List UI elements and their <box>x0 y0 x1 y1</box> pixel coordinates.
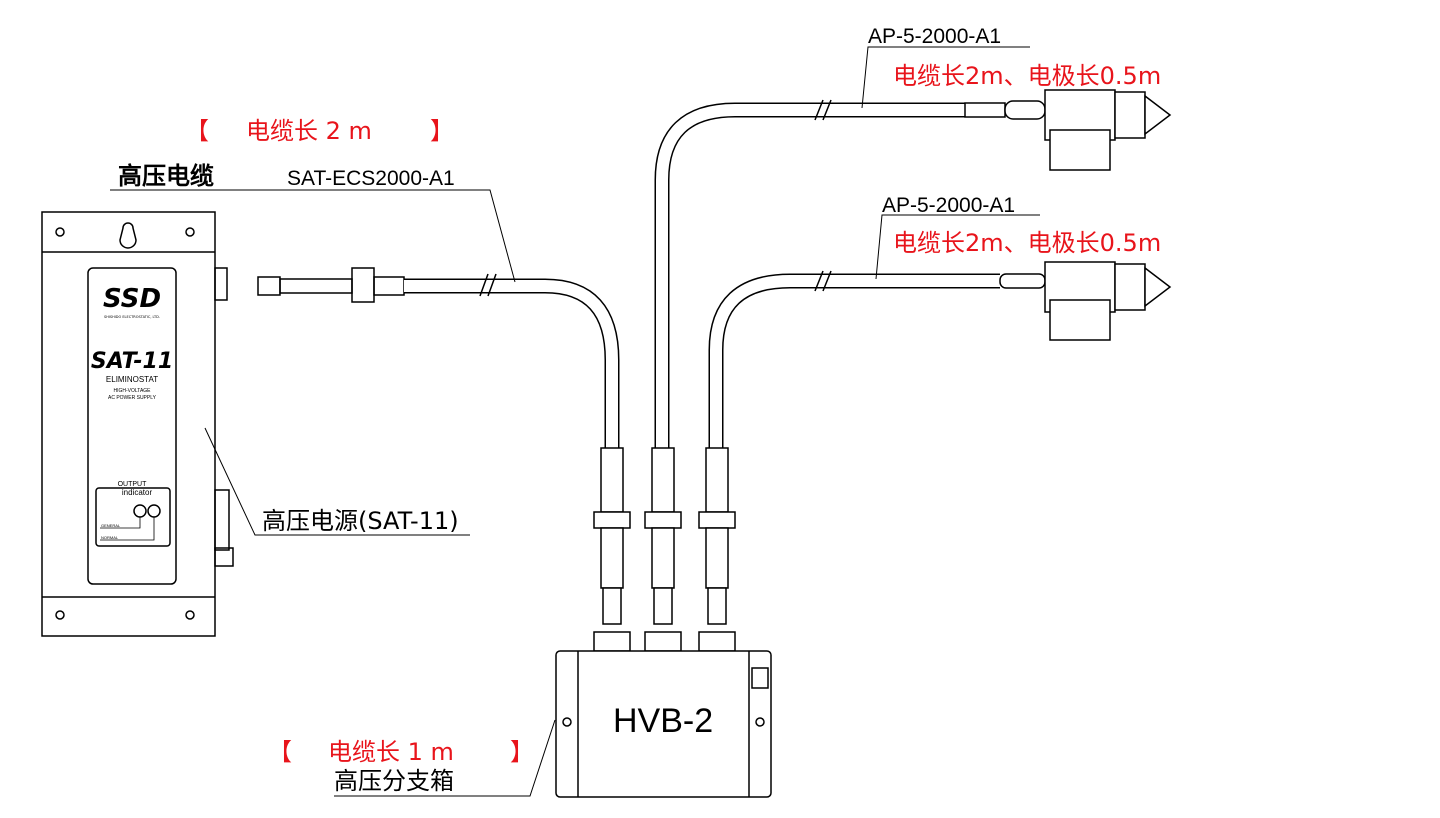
electrode-2 <box>999 261 1172 341</box>
ssd-logo: SSD <box>103 284 161 314</box>
electrode-2-model: AP-5-2000-A1 <box>882 194 1015 217</box>
main-cable-label: 高压电缆 <box>118 162 214 190</box>
brand-subtitle: SHISHIDO ELECTROSTATIC, LTD. <box>104 315 160 319</box>
product-name: ELIMINOSTAT <box>106 375 158 384</box>
product-desc-2: AC POWER SUPPLY <box>108 395 157 401</box>
model-logo: SAT-11 <box>91 349 173 374</box>
electrode-1-model: AP-5-2000-A1 <box>868 25 1001 48</box>
electrode-2-note: 电缆长2m、电极长0.5m <box>893 229 1161 257</box>
product-desc-1: HIGH-VOLTAGE <box>113 388 151 394</box>
main-cable-length: 电缆长 2 m <box>246 117 372 145</box>
main-cable-model: SAT-ECS2000-A1 <box>287 167 455 190</box>
main-cable-connector <box>257 267 405 303</box>
branch-bracket-close: 】 <box>510 738 534 766</box>
main-cable-bracket-close: 】 <box>430 117 454 145</box>
main-cable-bracket-open: 【 <box>185 117 209 145</box>
indicator-title-2: indicator <box>122 488 153 497</box>
branch-cable-length: 电缆长 1 m <box>328 738 454 766</box>
branch-bracket-open: 【 <box>268 738 292 766</box>
indicator-label-general: GENERAL <box>101 523 121 528</box>
electrode-1-note: 电缆长2m、电极长0.5m <box>893 62 1161 90</box>
branch-box-label: 高压分支箱 <box>334 767 454 795</box>
indicator-title-1: OUTPUT <box>118 481 148 488</box>
indicator-label-normal: NORMAL <box>101 535 119 540</box>
branch-box-model: HVB-2 <box>613 702 713 740</box>
power-supply-label: 高压电源(SAT-11) <box>262 507 459 535</box>
electrode-1 <box>964 89 1172 171</box>
branch-connectors <box>593 447 736 652</box>
branch-box <box>555 650 772 798</box>
power-supply-unit <box>41 211 234 637</box>
